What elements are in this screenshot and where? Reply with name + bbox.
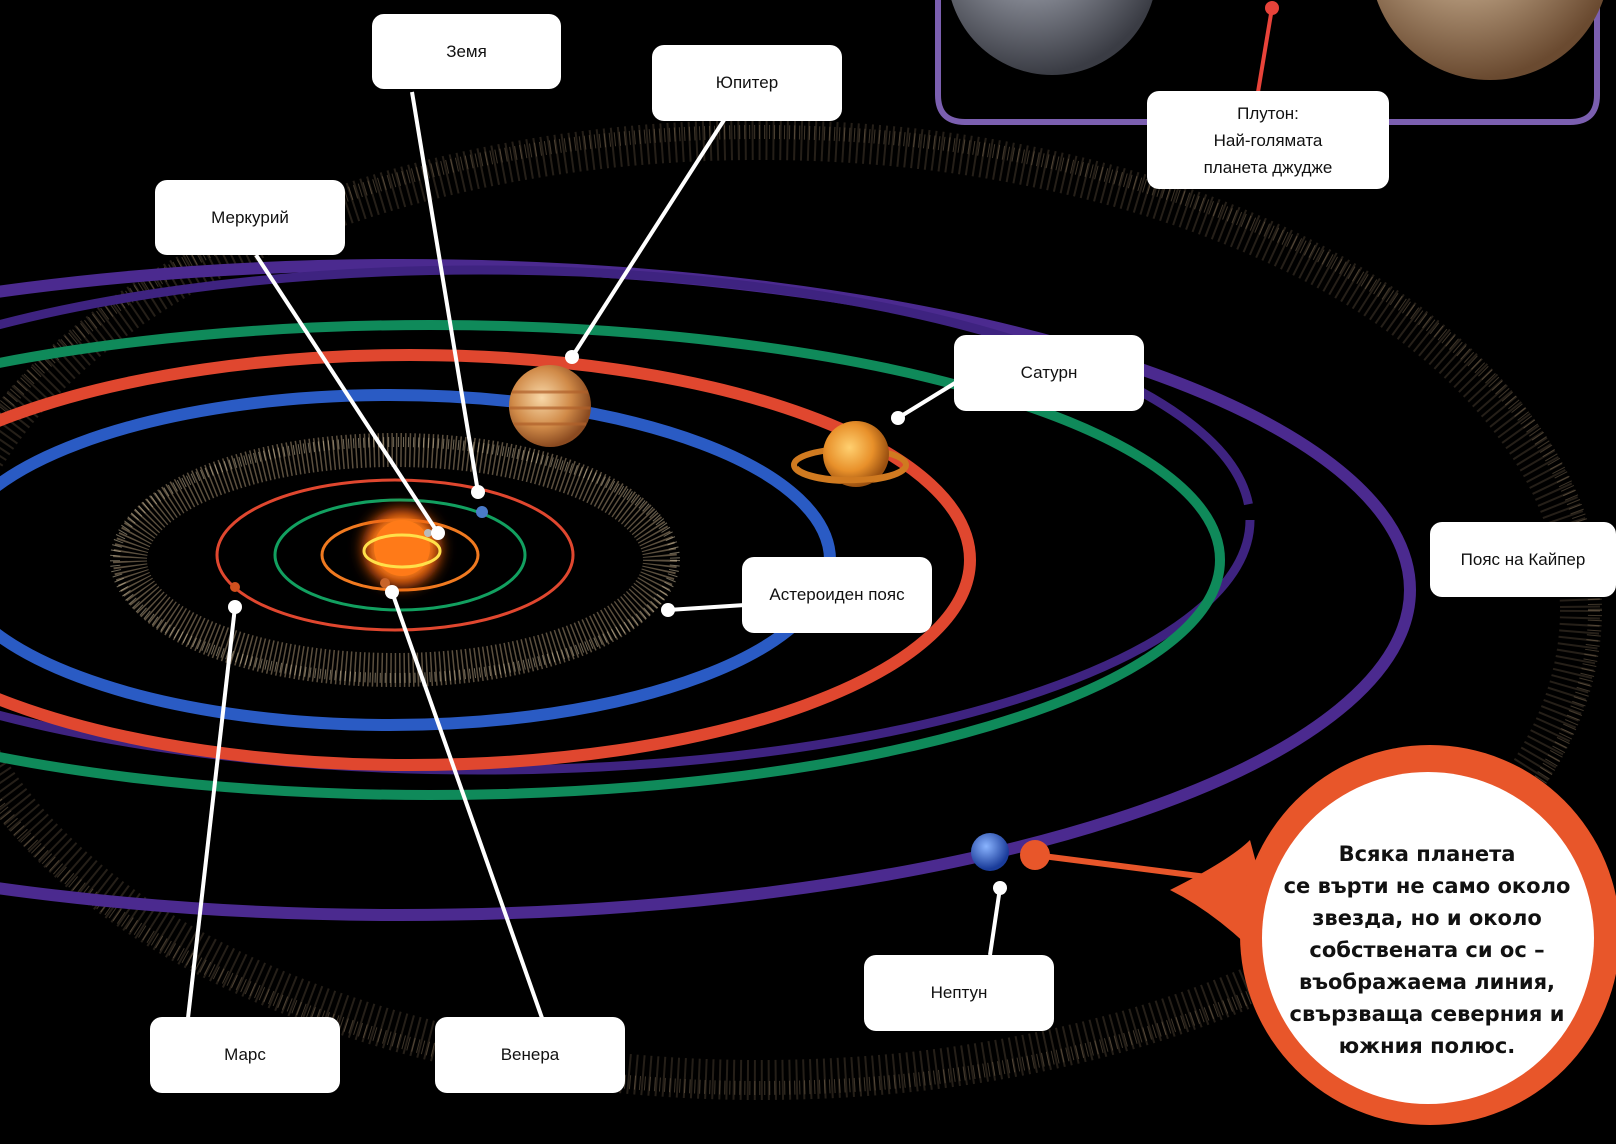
neptune-orbit-top	[0, 265, 1255, 775]
saturn-pointer	[896, 381, 957, 420]
callout-line-3: звезда, но и около	[1312, 906, 1542, 930]
callout-line-6: свързваща северния и	[1289, 1002, 1565, 1026]
mars-orbit	[215, 478, 575, 632]
asteroid-belt	[110, 433, 680, 687]
callout-line-2: се върти не само около	[1283, 874, 1571, 898]
asteroid-pointer	[667, 603, 746, 612]
pointer-dots	[228, 350, 1007, 895]
label-venera: Венера	[435, 1017, 625, 1093]
label-saturn: Сатурн	[954, 335, 1144, 411]
callout-text: Всяка планета се върти не само около зве…	[1268, 838, 1586, 1062]
callout-line-4: собствената си ос –	[1309, 938, 1545, 962]
uranus-orbit	[0, 320, 1225, 800]
mars-pointer	[186, 606, 237, 1019]
kuiper-belt	[0, 120, 1602, 1100]
inset-frame	[935, 0, 1604, 125]
mercury-planet	[424, 529, 432, 537]
callout-line-1: Всяка планета	[1338, 842, 1516, 866]
mercury-photo	[951, 0, 1153, 75]
outer-orbits	[0, 259, 1416, 921]
venus-planet	[380, 578, 390, 588]
label-merkuriy: Меркурий	[155, 180, 345, 255]
label-pluton: Плутон: Най-голямата планета джудже	[1147, 91, 1389, 189]
mercury-pointer	[254, 253, 440, 535]
jupiter-bands	[510, 390, 590, 426]
label-neptun: Нептун	[864, 955, 1054, 1031]
label-asteroiden-poyas: Астероиден пояс	[742, 557, 932, 633]
saturn-orbit	[0, 349, 976, 771]
mars-planet	[230, 582, 240, 592]
pointer-lines	[186, 91, 1002, 1019]
label-poyas-kayper: Пояс на Кайпер	[1430, 522, 1616, 597]
pluto-photo	[1376, 0, 1604, 80]
pluton-line-2: Най-голямата	[1213, 130, 1323, 150]
label-mars: Марс	[150, 1017, 340, 1093]
callout-line-5: въображаема линия,	[1298, 970, 1556, 994]
earth-planet	[476, 506, 488, 518]
jupiter-planet	[509, 365, 591, 447]
earth-pointer	[410, 91, 480, 493]
venus-pointer	[390, 591, 544, 1019]
label-yupiter: Юпитер	[652, 45, 842, 121]
pluto-pointer	[1256, 7, 1274, 93]
pluton-line-1: Плутон:	[1237, 103, 1299, 123]
sun-core	[374, 520, 430, 576]
jupiter-pointer	[570, 118, 726, 359]
label-zemya: Земя	[372, 14, 561, 89]
callout-bubble	[1020, 745, 1616, 1125]
neptune-pointer	[988, 887, 1002, 956]
saturn-planet	[791, 421, 909, 487]
neptune-orbit	[0, 259, 1416, 921]
callout-line-7: южния полюс.	[1338, 1034, 1516, 1058]
pluton-line-3: планета джудже	[1203, 157, 1333, 177]
neptune-planet	[971, 833, 1009, 871]
